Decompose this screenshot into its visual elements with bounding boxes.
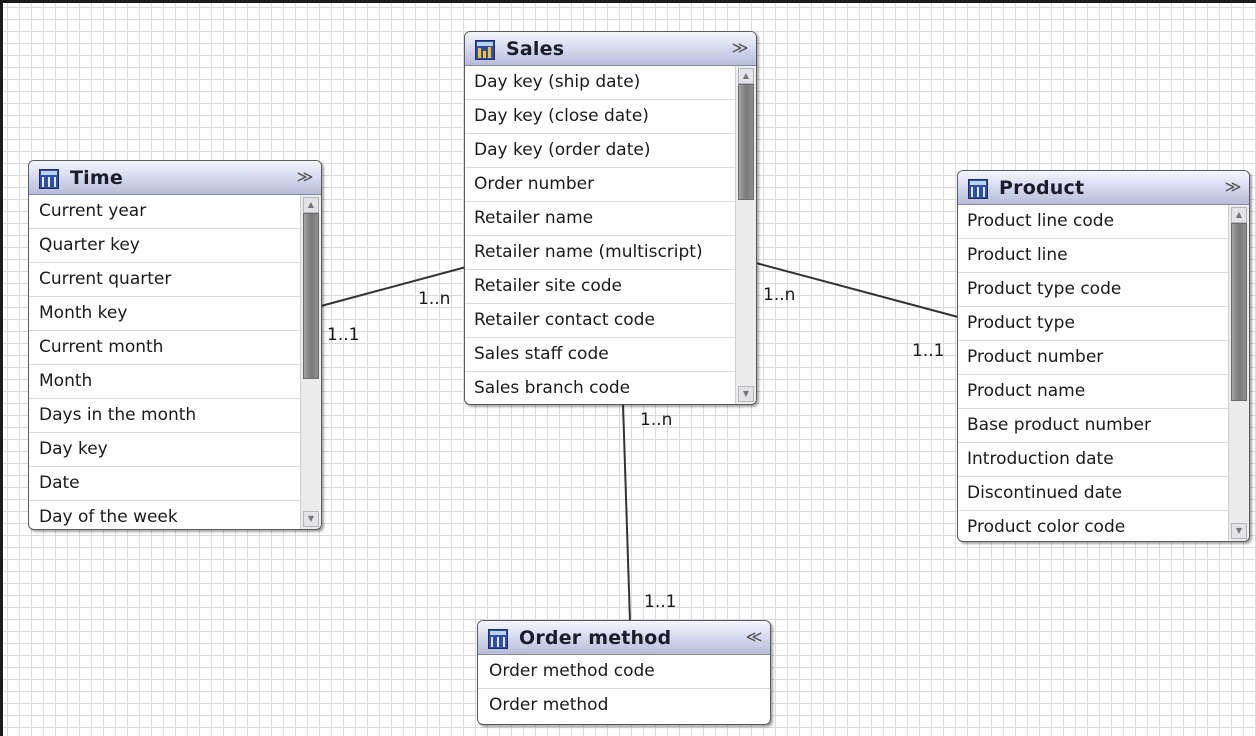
field-row[interactable]: Days in the month (29, 399, 300, 433)
scroll-up-icon[interactable]: ▲ (1231, 207, 1247, 223)
scroll-up-icon[interactable]: ▲ (303, 197, 319, 213)
field-row[interactable]: Retailer name (465, 202, 735, 236)
entity-header[interactable]: Order method ≪ (478, 621, 770, 655)
entity-title: Product (999, 177, 1085, 199)
relationship-line-sales-product[interactable] (755, 262, 959, 318)
field-row[interactable]: Day key (ship date) (465, 66, 735, 100)
field-row[interactable]: Base product number (958, 409, 1228, 443)
dimension-table-icon (968, 179, 988, 199)
cardinality-sales-product-from: 1..n (763, 285, 796, 305)
field-row[interactable]: Retailer site code (465, 270, 735, 304)
entity-header[interactable]: Sales ≫ (465, 32, 756, 66)
entity-sales[interactable]: Sales ≫ Day key (ship date) Day key (clo… (464, 31, 757, 405)
field-row[interactable]: Day key (order date) (465, 134, 735, 168)
scroll-down-icon[interactable]: ▼ (1231, 523, 1247, 539)
field-row[interactable]: Order number (465, 168, 735, 202)
entity-header[interactable]: Product ≫ (958, 171, 1249, 205)
cardinality-sales-time-to: 1..1 (327, 325, 360, 345)
scrollbar-thumb[interactable] (303, 213, 319, 379)
field-list[interactable]: Current year Quarter key Current quarter… (29, 195, 321, 529)
field-row[interactable]: Month key (29, 297, 300, 331)
vertical-scrollbar[interactable]: ▲ ▼ (735, 66, 756, 404)
scroll-down-icon[interactable]: ▼ (303, 511, 319, 527)
dimension-table-icon (39, 169, 59, 189)
entity-time[interactable]: Time ≫ Current year Quarter key Current … (28, 160, 322, 530)
entity-title: Time (70, 167, 123, 189)
entity-order-method[interactable]: Order method ≪ Order method code Order m… (477, 620, 771, 725)
field-row[interactable]: Discontinued date (958, 477, 1228, 511)
field-row[interactable]: Product name (958, 375, 1228, 409)
field-row[interactable]: Retailer contact code (465, 304, 735, 338)
collapse-toggle-icon[interactable]: ≫ (296, 167, 314, 186)
field-row[interactable]: Product line (958, 239, 1228, 273)
vertical-scrollbar[interactable]: ▲ ▼ (1228, 205, 1249, 541)
relationship-line-sales-time[interactable] (320, 266, 467, 307)
cardinality-sales-order-method-from: 1..n (640, 410, 673, 430)
field-row[interactable]: Current month (29, 331, 300, 365)
field-row[interactable]: Product color code (967, 517, 1126, 537)
collapse-toggle-icon[interactable]: ≫ (1224, 177, 1242, 196)
field-row[interactable]: Sales staff code (465, 338, 735, 372)
fact-table-icon (475, 40, 495, 60)
entity-product[interactable]: Product ≫ Product line code Product line… (957, 170, 1250, 542)
field-row[interactable]: Current quarter (29, 263, 300, 297)
field-row[interactable]: Retailer name (multiscript) (465, 236, 735, 270)
field-row[interactable]: Order method code (478, 655, 770, 689)
field-row[interactable]: Product type code (958, 273, 1228, 307)
field-row[interactable]: Introduction date (958, 443, 1228, 477)
entity-title: Order method (519, 627, 672, 649)
field-row[interactable]: Product line code (958, 205, 1228, 239)
field-row[interactable]: Month (29, 365, 300, 399)
field-row[interactable]: Product number (958, 341, 1228, 375)
field-row[interactable]: Product type (958, 307, 1228, 341)
cardinality-sales-time-from: 1..n (418, 289, 451, 309)
field-row[interactable]: Day of the week (39, 507, 178, 527)
field-row[interactable]: Order method (489, 695, 609, 715)
cardinality-sales-product-to: 1..1 (912, 341, 945, 361)
entity-title: Sales (506, 38, 565, 60)
field-row[interactable]: Day key (29, 433, 300, 467)
field-list[interactable]: Day key (ship date) Day key (close date)… (465, 66, 756, 404)
field-row[interactable]: Sales branch code (474, 378, 631, 398)
field-list[interactable]: Product line code Product line Product t… (958, 205, 1249, 541)
field-row[interactable]: Current year (29, 195, 300, 229)
field-row[interactable]: Quarter key (29, 229, 300, 263)
field-row[interactable]: Date (29, 467, 300, 501)
collapse-toggle-icon[interactable]: ≫ (731, 38, 749, 57)
entity-header[interactable]: Time ≫ (29, 161, 321, 195)
scroll-down-icon[interactable]: ▼ (738, 386, 754, 402)
expand-toggle-icon[interactable]: ≪ (745, 627, 763, 646)
dimension-table-icon (488, 629, 508, 649)
field-list[interactable]: Order method code Order method (478, 655, 770, 724)
relationship-lines (320, 262, 959, 623)
vertical-scrollbar[interactable]: ▲ ▼ (300, 195, 321, 529)
scrollbar-thumb[interactable] (1231, 223, 1247, 401)
field-row[interactable]: Day key (close date) (465, 100, 735, 134)
scrollbar-thumb[interactable] (738, 84, 754, 200)
cardinality-sales-order-method-to: 1..1 (644, 592, 677, 612)
scroll-up-icon[interactable]: ▲ (738, 68, 754, 84)
relationship-line-sales-order-method[interactable] (622, 403, 631, 623)
